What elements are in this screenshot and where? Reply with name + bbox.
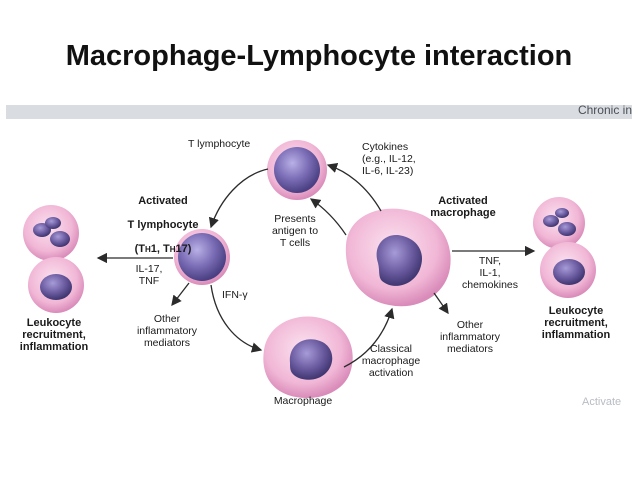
macrophage-cell	[263, 316, 353, 399]
figure-header-bar: Chronic in	[6, 103, 632, 119]
label-other-mediators-left: Other inflammatory mediators	[136, 313, 198, 349]
arrow-presents-antigen	[309, 198, 347, 236]
diagram-artwork	[23, 140, 596, 399]
label-cytokines: Cytokines (e.g., IL-12, IL-6, IL-23)	[362, 141, 416, 177]
diagram-figure: Chronic in	[6, 103, 632, 425]
label-other-mediators-right: Other inflammatory mediators	[439, 319, 501, 355]
t-lymphocyte-cell	[267, 140, 327, 200]
label-activated-t-line1: Activated	[138, 195, 188, 207]
arrow-classical-activation	[343, 307, 395, 368]
arrow-activated-t-to-mediators-left	[171, 282, 190, 307]
label-il17-tnf: IL-17, TNF	[135, 263, 163, 287]
arrow-ifn-gamma	[210, 284, 263, 353]
label-macrophage: Macrophage	[273, 395, 333, 407]
slide-title: Macrophage-Lymphocyte interaction	[65, 40, 573, 72]
label-activated-t-line2: T lymphocyte	[127, 219, 199, 231]
label-t-lymphocyte: T lymphocyte	[188, 138, 251, 150]
label-activated-t-lymphocyte: Activated T lymphocyte (TH1, TH17)	[108, 183, 218, 268]
label-activated-t-line3: (TH1, TH17)	[134, 243, 192, 255]
arrow-macrophage-to-mediators-right	[433, 292, 449, 315]
arrow-macrophage-to-t-cytokines	[326, 162, 382, 212]
leukocyte-cell-right-bottom	[540, 242, 596, 298]
activated-t-lymphocyte-cell	[174, 229, 230, 285]
label-leukocyte-left: Leukocyte recruitment, inflammation	[19, 317, 89, 353]
leukocyte-cell-right-top	[533, 197, 585, 249]
watermark-text: Activate	[582, 396, 622, 408]
label-leukocyte-right: Leukocyte recruitment, inflammation	[541, 305, 611, 341]
leukocyte-cell-left-top	[23, 205, 79, 261]
leukocyte-cell-left-bottom	[28, 257, 84, 313]
label-ifn-gamma: IFN-γ	[222, 289, 248, 301]
arrow-t-to-activated-t	[208, 168, 269, 229]
label-presents-antigen: Presents antigen to T cells	[271, 213, 319, 249]
label-tnf-il1-chemokines: TNF, IL-1, chemokines	[461, 255, 519, 291]
activated-macrophage-cell	[345, 208, 451, 307]
label-classical-activation: Classical macrophage activation	[361, 343, 421, 379]
figure-header-label: Chronic in	[577, 103, 632, 117]
label-activated-macrophage: Activated macrophage	[430, 195, 496, 219]
